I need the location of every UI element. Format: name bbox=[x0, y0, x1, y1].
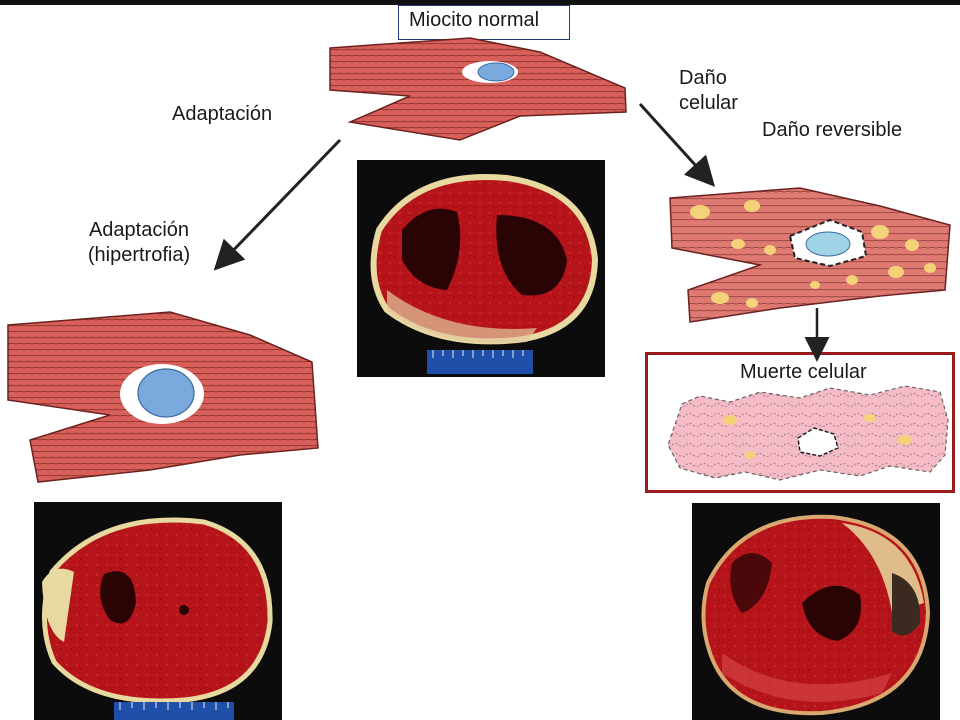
cell-death-box bbox=[645, 352, 955, 493]
normal-myocyte bbox=[329, 37, 627, 141]
label-adaptation-hypertrophy-line1: Adaptación bbox=[88, 219, 190, 241]
heart-section-photo-infarct bbox=[692, 503, 940, 720]
label-adaptation: Adaptación bbox=[172, 103, 273, 125]
ruler-icon bbox=[114, 702, 234, 720]
heart-section-photo-normal bbox=[357, 160, 605, 377]
ruler-icon bbox=[427, 350, 533, 374]
heart-section-photo-hypertrophy bbox=[34, 502, 282, 720]
arrow-icon bbox=[213, 138, 342, 271]
top-bar bbox=[0, 0, 960, 5]
label-cell-damage: Daño celular bbox=[679, 66, 759, 116]
label-cell-damage-line2: celular bbox=[679, 92, 738, 114]
hypertrophied-myocyte bbox=[7, 311, 319, 483]
label-cell-death: Muerte celular bbox=[740, 361, 867, 383]
label-adaptation-hypertrophy-line2: (hipertrofia) bbox=[87, 244, 191, 266]
label-reversible-damage: Daño reversible bbox=[762, 119, 903, 141]
necrotic-myocyte bbox=[667, 385, 949, 481]
label-adaptation-hypertrophy: Adaptación (hipertrofia) bbox=[74, 218, 204, 268]
label-normal-myocyte: Miocito normal bbox=[398, 5, 570, 40]
arrow-icon bbox=[638, 102, 716, 187]
label-cell-damage-line1: Daño bbox=[679, 67, 727, 89]
reversible-damage-myocyte bbox=[669, 187, 951, 323]
